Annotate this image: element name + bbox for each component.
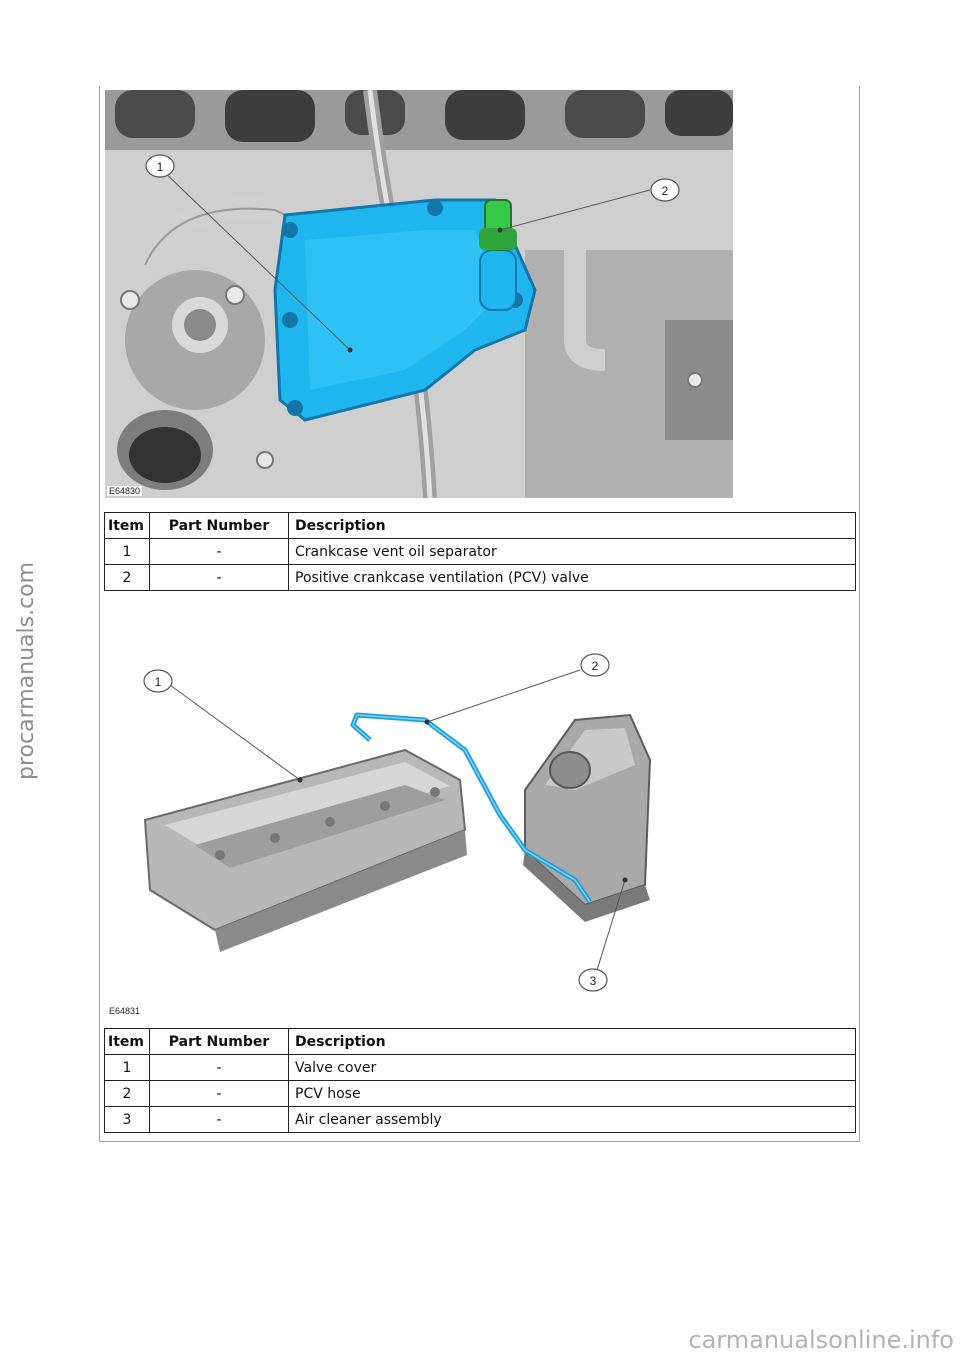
table-row: 2 - Positive crankcase ventilation (PCV)…: [104, 564, 856, 591]
figure-pcv-hose-routing: 1 2 3 E64831: [105, 640, 733, 1018]
figure-oil-separator: 1 2 E64830: [105, 90, 733, 498]
header-item: Item: [104, 1028, 150, 1055]
callout-3-circle: [578, 968, 608, 992]
header-description: Description: [288, 512, 856, 539]
table-row: 1 - Crankcase vent oil separator: [104, 538, 856, 565]
callout-2-circle: [580, 653, 610, 677]
side-watermark: procarmanuals.com: [14, 561, 39, 780]
item-cell: 3: [104, 1106, 150, 1133]
callout-1-label: 1: [155, 675, 162, 689]
parts-table-2: Item Part Number Description 1 - Valve c…: [104, 1028, 856, 1133]
figure-code: E64831: [109, 1006, 141, 1016]
header-part-number: Part Number: [149, 512, 289, 539]
table-row: 1 - Valve cover: [104, 1054, 856, 1081]
part-number-cell: -: [149, 1106, 289, 1133]
header-description: Description: [288, 1028, 856, 1055]
table-row: 2 - PCV hose: [104, 1080, 856, 1107]
callout-2-circle: [650, 178, 680, 202]
description-cell: Air cleaner assembly: [288, 1106, 856, 1133]
description-cell: Valve cover: [288, 1054, 856, 1081]
item-cell: 2: [104, 1080, 150, 1107]
figure-code: E64830: [107, 486, 143, 496]
header-part-number: Part Number: [149, 1028, 289, 1055]
part-number-cell: -: [149, 1080, 289, 1107]
table-row: 3 - Air cleaner assembly: [104, 1106, 856, 1133]
callout-1-circle: [145, 154, 175, 178]
part-number-cell: -: [149, 538, 289, 565]
item-cell: 2: [104, 564, 150, 591]
callout-2-label: 2: [592, 659, 599, 673]
callout-2-label: 2: [662, 184, 669, 198]
description-cell: Positive crankcase ventilation (PCV) val…: [288, 564, 856, 591]
part-number-cell: -: [149, 1054, 289, 1081]
callout-1-label: 1: [157, 160, 164, 174]
description-cell: PCV hose: [288, 1080, 856, 1107]
table-header-row: Item Part Number Description: [104, 1028, 856, 1055]
bottom-watermark: carmanualsonline.info: [688, 1326, 954, 1354]
content-frame: [99, 86, 860, 1142]
description-cell: Crankcase vent oil separator: [288, 538, 856, 565]
item-cell: 1: [104, 1054, 150, 1081]
pcv-routing-illustration: 1 2 3: [143, 653, 652, 992]
parts-table-1: Item Part Number Description 1 - Crankca…: [104, 512, 856, 591]
header-item: Item: [104, 512, 150, 539]
callout-3-label: 3: [590, 974, 597, 988]
engine-illustration: 1 2: [105, 90, 733, 498]
item-cell: 1: [104, 538, 150, 565]
table-header-row: Item Part Number Description: [104, 512, 856, 539]
callout-1-circle: [143, 669, 173, 693]
part-number-cell: -: [149, 564, 289, 591]
